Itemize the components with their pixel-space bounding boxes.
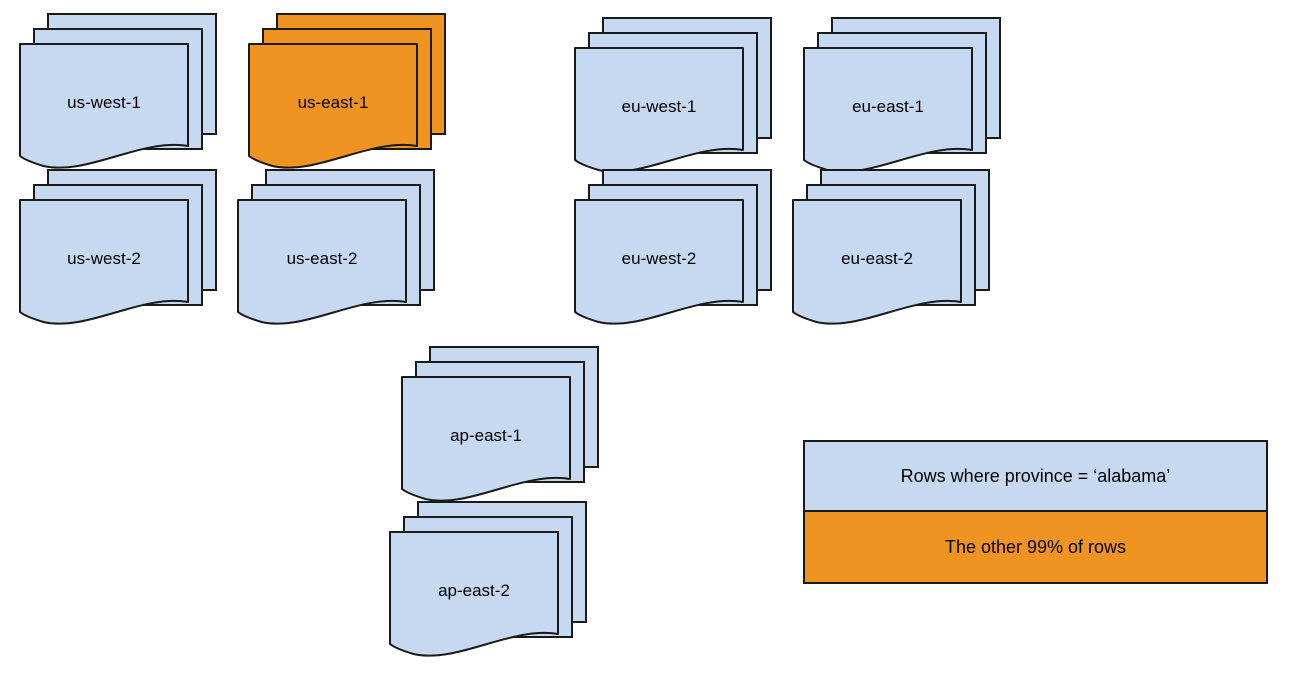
stack-front-sheet xyxy=(574,199,744,325)
document-stack-us-west-2[interactable]: us-west-2 xyxy=(19,169,235,335)
document-stack-ap-east-2[interactable]: ap-east-2 xyxy=(389,501,605,667)
document-stack-shape xyxy=(19,13,217,169)
stack-front-sheet xyxy=(248,43,418,169)
stack-front-sheet xyxy=(401,376,571,502)
document-stack-shape xyxy=(574,17,772,173)
legend: Rows where province = ‘alabama’ The othe… xyxy=(803,440,1268,584)
document-stack-eu-east-2[interactable]: eu-east-2 xyxy=(792,169,1008,335)
document-stack-shape xyxy=(803,17,1001,173)
stack-front-sheet xyxy=(19,199,189,325)
document-stack-shape xyxy=(401,346,599,502)
stack-front-sheet xyxy=(792,199,962,325)
document-stack-shape xyxy=(389,501,587,657)
document-stack-ap-east-1[interactable]: ap-east-1 xyxy=(401,346,617,512)
document-stack-eu-east-1[interactable]: eu-east-1 xyxy=(803,17,1019,183)
document-stack-eu-west-1[interactable]: eu-west-1 xyxy=(574,17,790,183)
legend-row-blue: Rows where province = ‘alabama’ xyxy=(805,442,1266,512)
legend-label-blue: Rows where province = ‘alabama’ xyxy=(900,465,1171,486)
legend-label-orange: The other 99% of rows xyxy=(944,536,1127,557)
stack-front-sheet xyxy=(19,43,189,169)
document-stack-eu-west-2[interactable]: eu-west-2 xyxy=(574,169,790,335)
stack-front-sheet xyxy=(237,199,407,325)
document-stack-shape xyxy=(792,169,990,325)
document-stack-us-east-2[interactable]: us-east-2 xyxy=(237,169,453,335)
document-stack-shape xyxy=(19,169,217,325)
document-stack-shape xyxy=(574,169,772,325)
document-stack-shape xyxy=(237,169,435,325)
document-stack-us-east-1[interactable]: us-east-1 xyxy=(248,13,464,179)
stack-front-sheet xyxy=(389,531,559,657)
legend-row-orange: The other 99% of rows xyxy=(805,512,1266,582)
document-stack-us-west-1[interactable]: us-west-1 xyxy=(19,13,235,179)
document-stack-shape xyxy=(248,13,446,169)
